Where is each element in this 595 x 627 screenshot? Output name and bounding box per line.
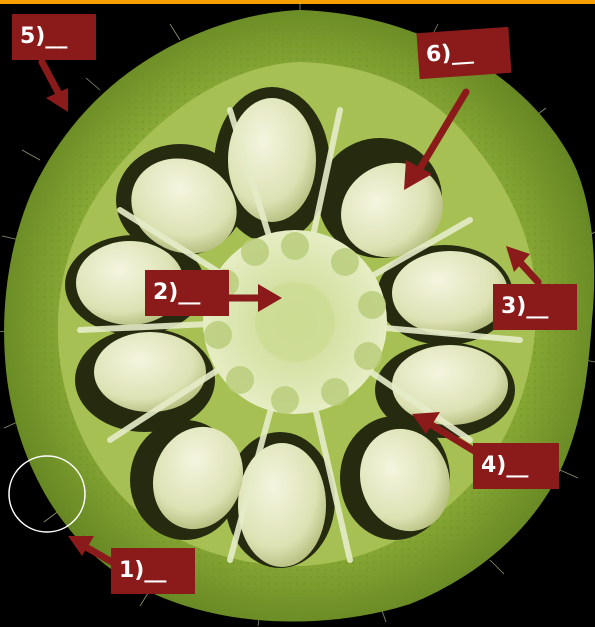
seed	[392, 251, 508, 335]
label-4: 4)__	[473, 443, 559, 489]
label-3: 3)__	[493, 284, 577, 330]
seed	[94, 332, 206, 412]
seed	[392, 345, 508, 425]
label-1: 1)__	[111, 548, 195, 594]
arrow-5	[42, 62, 68, 112]
label-2: 2)__	[145, 270, 229, 316]
seed	[238, 443, 326, 567]
label-6: 6)__	[417, 27, 512, 79]
label-5: 5)__	[12, 14, 96, 60]
seed	[228, 98, 316, 222]
